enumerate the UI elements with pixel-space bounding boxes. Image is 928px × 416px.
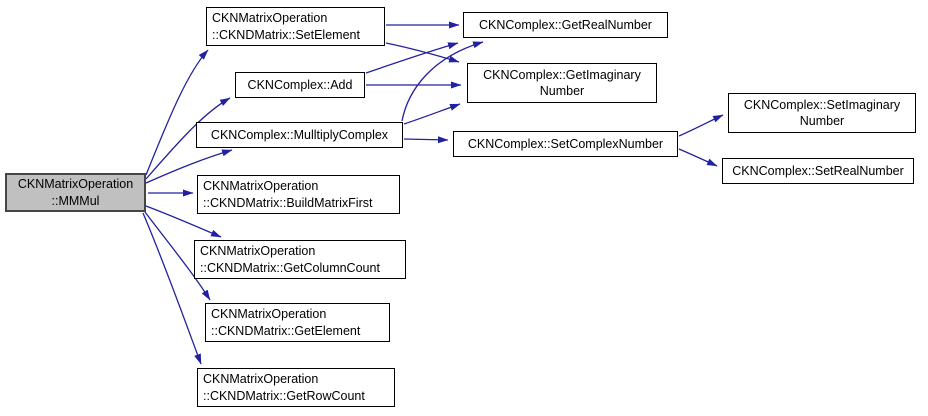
node-label-line: ::CKNDMatrix::GetElement [211,323,361,338]
node-label-line: CKNComplex::MulltiplyComplex [210,127,389,142]
edge-setcomplexnumber-setimaginarynumber [678,114,724,137]
node-label-line: CKNComplex::SetComplexNumber [467,136,664,151]
node-label-line: ::MMMul [51,193,100,208]
node-set-real-number[interactable]: CKNComplex::SetRealNumber [722,158,914,184]
edge-setcomplexnumber-setrealnumber [678,148,718,167]
node-get-row-count[interactable]: CKNMatrixOperation ::CKNDMatrix::GetRowC… [197,368,395,407]
node-label-line: CKNComplex::GetRealNumber [479,17,652,32]
edge-add-getrealnumber [365,42,459,74]
node-label-line: CKNMatrixOperation [203,372,319,386]
edge-mmmul-getelement [144,211,211,301]
node-label-line: CKNComplex::SetRealNumber [732,163,904,178]
node-label-line: ::CKNDMatrix::SetElement [212,27,360,42]
node-label-line: CKNComplex::SetImaginary [743,97,901,112]
node-build-matrix-first[interactable]: CKNMatrixOperation ::CKNDMatrix::BuildMa… [197,175,400,214]
edge-mmmul-add [145,97,231,180]
edge-multiplycomplex-getrealnumber [401,41,484,122]
node-label-line: CKNMatrixOperation [211,307,327,321]
edge-multiplycomplex-getimaginarynumber [403,103,461,125]
node-set-complex-number[interactable]: CKNComplex::SetComplexNumber [453,131,678,157]
node-label-line: Number [539,84,585,98]
node-label-line: CKNMatrixOperation [17,177,134,191]
edge-mmmul-getcolumncount [145,205,222,238]
node-multiply-complex[interactable]: CKNComplex::MulltiplyComplex [196,122,403,148]
node-label-line: CKNComplex::GetImaginary [483,67,641,82]
node-label-line: CKNMatrixOperation [203,179,319,193]
node-label-line: ::CKNDMatrix::BuildMatrixFirst [203,195,373,210]
node-set-element[interactable]: CKNMatrixOperation ::CKNDMatrix::SetElem… [206,7,385,46]
node-mmmul[interactable]: CKNMatrixOperation ::MMMul [5,173,146,212]
node-label-line: CKNMatrixOperation [200,244,316,258]
node-get-element[interactable]: CKNMatrixOperation ::CKNDMatrix::GetElem… [205,303,390,342]
edge-mmmul-multiplycomplex [145,149,233,184]
node-get-imaginary-number[interactable]: CKNComplex::GetImaginary Number [467,63,657,103]
node-add[interactable]: CKNComplex::Add [235,72,365,98]
edge-multiplycomplex-setcomplexnumber [403,136,449,144]
node-get-column-count[interactable]: CKNMatrixOperation ::CKNDMatrix::GetColu… [194,240,406,279]
node-label-line: ::CKNDMatrix::GetColumnCount [200,260,380,275]
node-label-line: CKNMatrixOperation [212,11,328,25]
edge-mmmul-getrowcount [142,212,202,365]
node-get-real-number[interactable]: CKNComplex::GetRealNumber [463,12,668,38]
node-set-imaginary-number[interactable]: CKNComplex::SetImaginary Number [728,93,916,133]
node-label-line: CKNComplex::Add [247,77,353,92]
node-label-line: ::CKNDMatrix::GetRowCount [203,388,365,403]
edge-setelement-getimaginarynumber [385,42,460,63]
edge-mmmul-setelement [145,49,209,176]
node-label-line: Number [799,114,845,128]
